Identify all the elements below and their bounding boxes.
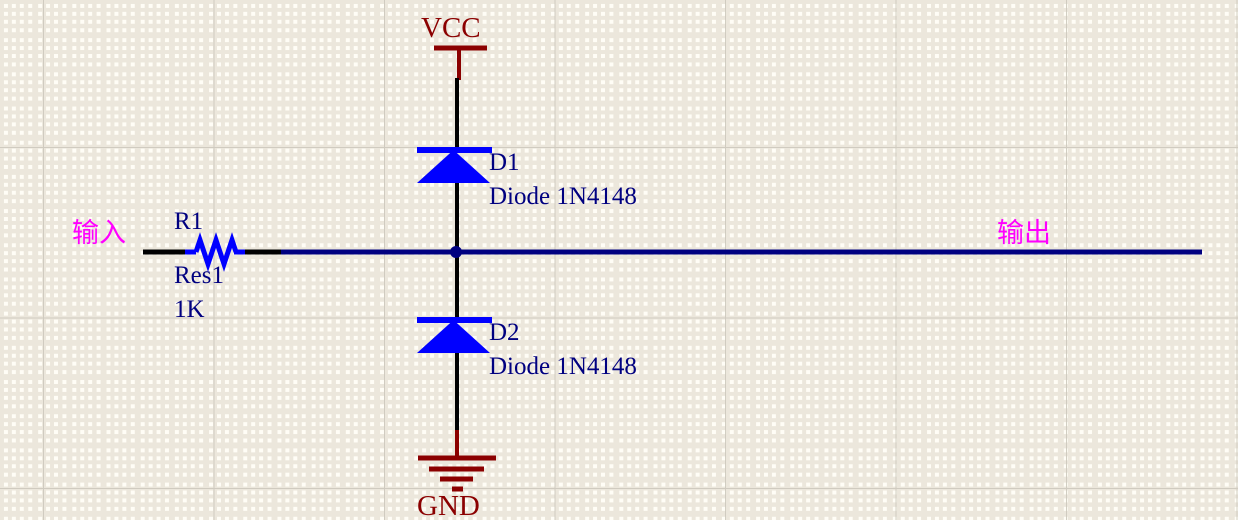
designator-r1[interactable]: R1 [174, 208, 204, 235]
comment-d1[interactable]: Diode 1N4148 [489, 183, 637, 210]
junction-node[interactable] [450, 246, 462, 258]
component-d2[interactable] [417, 317, 492, 353]
comment-d2[interactable]: Diode 1N4148 [489, 353, 637, 380]
d1-triangle [417, 150, 490, 183]
component-d1[interactable] [417, 147, 492, 183]
net-label-input[interactable]: 输入 [72, 218, 126, 249]
vcc-power-port[interactable] [434, 45, 487, 80]
designator-d2[interactable]: D2 [489, 319, 520, 346]
power-label-gnd[interactable]: GND [417, 490, 480, 520]
value-r1[interactable]: 1K [174, 296, 205, 323]
component-r1[interactable] [185, 232, 247, 272]
net-label-output[interactable]: 输出 [997, 218, 1051, 249]
gnd-power-port[interactable] [418, 430, 496, 492]
d2-triangle [417, 320, 490, 353]
power-label-vcc[interactable]: VCC [421, 12, 481, 44]
r1-zigzag [193, 232, 239, 272]
designator-d1[interactable]: D1 [489, 149, 520, 176]
comment-r1[interactable]: Res1 [174, 262, 224, 289]
